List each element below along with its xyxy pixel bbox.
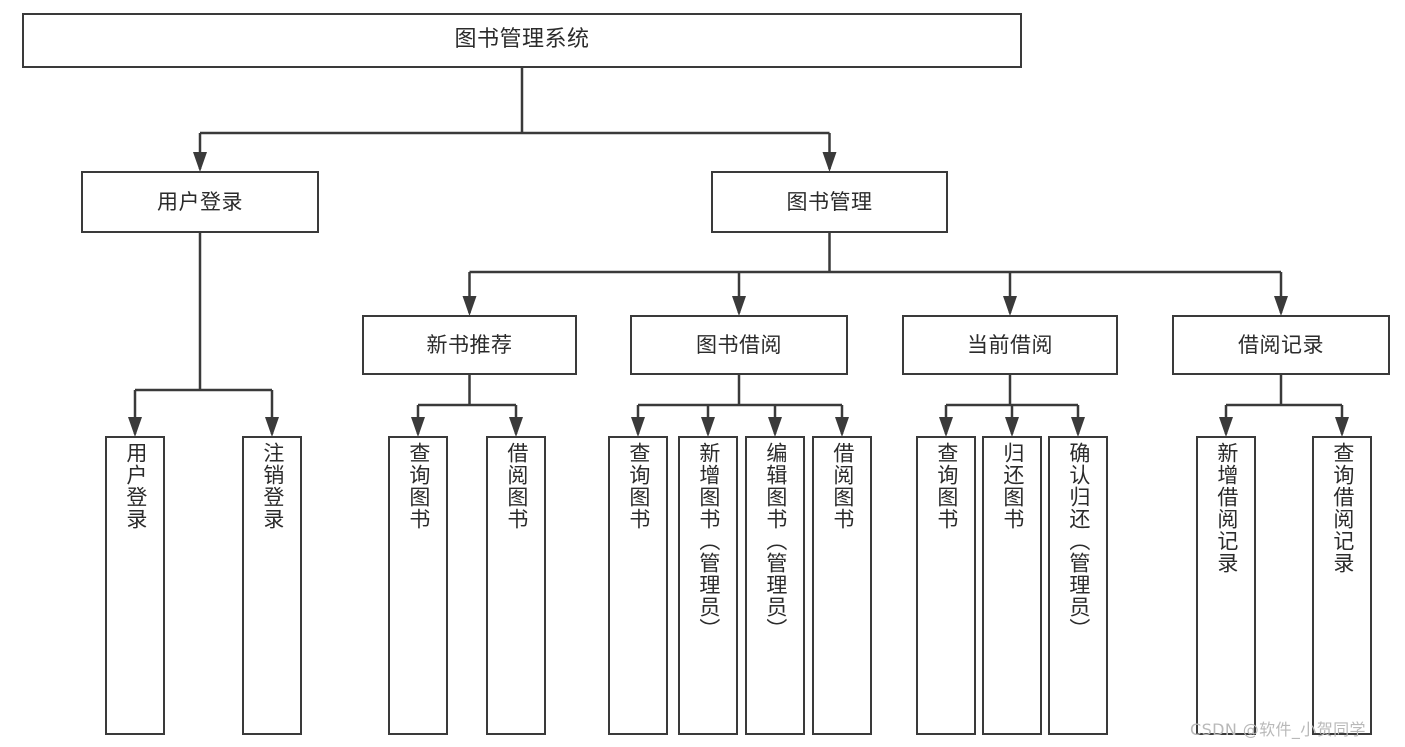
arrow-head-icon (1274, 296, 1288, 316)
arrow-head-icon (1335, 417, 1349, 437)
leaf-leaf-add-book[interactable]: 新增图书（管理员） (678, 436, 738, 735)
arrow-head-icon (1071, 417, 1085, 437)
node-book-manage[interactable]: 图书管理 (711, 171, 948, 233)
leaf-leaf-query-book-1[interactable]: 查询图书 (388, 436, 448, 735)
leaf-leaf-user-login[interactable]: 用户登录 (105, 436, 165, 735)
arrow-head-icon (939, 417, 953, 437)
arrow-head-icon (768, 417, 782, 437)
leaf-leaf-query-book-1-label: 查询图书 (406, 442, 431, 530)
leaf-leaf-query-record[interactable]: 查询借阅记录 (1312, 436, 1372, 735)
leaf-leaf-logout[interactable]: 注销登录 (242, 436, 302, 735)
arrow-head-icon (1005, 417, 1019, 437)
leaf-leaf-edit-book-label: 编辑图书（管理员） (763, 442, 788, 640)
arrow-head-icon (509, 417, 523, 437)
arrow-head-icon (1219, 417, 1233, 437)
leaf-leaf-query-book-3[interactable]: 查询图书 (916, 436, 976, 735)
node-book-borrow[interactable]: 图书借阅 (630, 315, 848, 375)
arrow-head-icon (411, 417, 425, 437)
leaf-leaf-user-login-label: 用户登录 (123, 442, 148, 530)
leaf-leaf-query-book-2[interactable]: 查询图书 (608, 436, 668, 735)
leaf-leaf-confirm-return[interactable]: 确认归还（管理员） (1048, 436, 1108, 735)
arrow-head-icon (265, 417, 279, 437)
node-new-book-rec[interactable]: 新书推荐 (362, 315, 577, 375)
arrow-head-icon (631, 417, 645, 437)
arrow-head-icon (462, 296, 477, 316)
leaf-leaf-return-book[interactable]: 归还图书 (982, 436, 1042, 735)
node-current-borrow[interactable]: 当前借阅 (902, 315, 1118, 375)
leaf-leaf-logout-label: 注销登录 (260, 442, 285, 530)
arrow-head-icon (1003, 296, 1017, 316)
node-new-book-rec-label: 新书推荐 (426, 332, 513, 357)
arrow-head-icon (193, 152, 207, 172)
leaf-leaf-confirm-return-label: 确认归还（管理员） (1066, 442, 1091, 640)
leaf-leaf-edit-book[interactable]: 编辑图书（管理员） (745, 436, 805, 735)
leaf-leaf-return-book-label: 归还图书 (1000, 442, 1025, 530)
arrow-head-icon (701, 417, 715, 437)
leaf-leaf-borrow-book-2-label: 借阅图书 (830, 442, 855, 530)
leaf-leaf-query-book-3-label: 查询图书 (934, 442, 959, 530)
leaf-leaf-query-record-label: 查询借阅记录 (1330, 442, 1355, 574)
arrow-head-icon (835, 417, 849, 437)
leaf-leaf-add-book-label: 新增图书（管理员） (696, 442, 721, 640)
leaf-leaf-query-book-2-label: 查询图书 (626, 442, 651, 530)
node-book-manage-label: 图书管理 (786, 189, 873, 214)
arrow-head-icon (732, 296, 746, 316)
node-current-borrow-label: 当前借阅 (967, 332, 1053, 357)
leaf-leaf-add-record[interactable]: 新增借阅记录 (1196, 436, 1256, 735)
leaf-leaf-borrow-book-2[interactable]: 借阅图书 (812, 436, 872, 735)
node-user-login[interactable]: 用户登录 (81, 171, 319, 233)
leaf-leaf-borrow-book-1-label: 借阅图书 (504, 442, 529, 530)
node-borrow-record-label: 借阅记录 (1238, 332, 1324, 357)
leaf-leaf-borrow-book-1[interactable]: 借阅图书 (486, 436, 546, 735)
arrow-head-icon (128, 417, 142, 437)
csdn-watermark: CSDN @软件_小贺同学 (1190, 720, 1366, 739)
leaf-leaf-add-record-label: 新增借阅记录 (1214, 442, 1239, 574)
arrow-head-icon (822, 152, 837, 172)
node-borrow-record[interactable]: 借阅记录 (1172, 315, 1390, 375)
node-user-login-label: 用户登录 (157, 189, 243, 214)
root-node-label: 图书管理系统 (454, 27, 590, 53)
root-node[interactable]: 图书管理系统 (22, 13, 1022, 68)
node-book-borrow-label: 图书借阅 (696, 332, 782, 357)
